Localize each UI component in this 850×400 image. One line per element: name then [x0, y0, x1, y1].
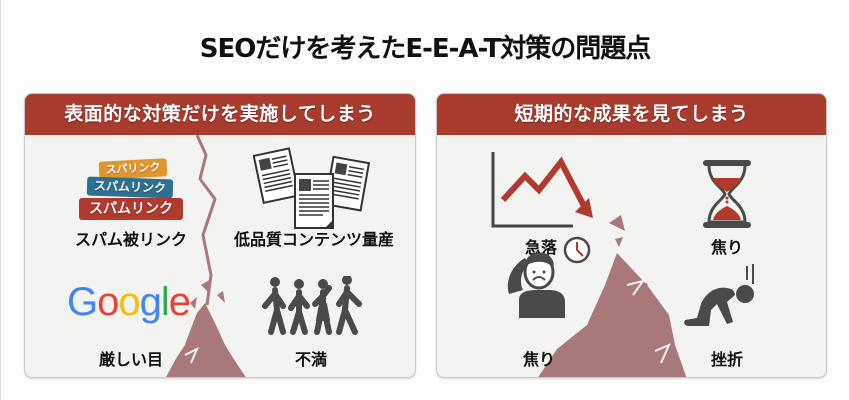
spam-tag-red: スパムリンク: [79, 198, 183, 220]
spam-tag-blue: スパムリンク: [86, 176, 174, 199]
google-letter: o: [97, 280, 119, 324]
kneeling-person-icon: [684, 264, 754, 326]
label-sharp-decline: 急落: [524, 238, 557, 257]
google-letter: g: [139, 280, 162, 324]
label-impatience-bottom: 焦り: [522, 350, 555, 369]
page-title: SEOだけを考えたE-E-A-T対策の問題点: [199, 34, 652, 64]
hourglass-icon: [703, 160, 751, 228]
documents-icon: [253, 147, 371, 229]
google-letter: G: [67, 280, 98, 324]
falling-chart-icon: [491, 152, 593, 228]
right-panel-header: 短期的な成果を見てしまう: [437, 94, 826, 135]
right-panel: 短期的な成果を見てしまう 急落 焦り 焦り: [436, 93, 827, 378]
label-dissatisfaction: 不満: [294, 350, 327, 369]
label-impatience-top: 焦り: [710, 238, 743, 257]
label-setback: 挫折: [710, 350, 743, 369]
google-logo: Google: [67, 280, 191, 325]
left-panel-header: 表面的な対策だけを実施してしまう: [25, 94, 415, 135]
worried-person-clock-icon: [507, 236, 591, 318]
left-panel: 表面的な対策だけを実施してしまう スパリンク スパムリンク スパムリンク スパム…: [24, 93, 416, 378]
crack-rock-icon: [166, 135, 246, 377]
label-low-quality-content: 低品質コンテンツ量産: [233, 230, 394, 249]
cracked-rock-icon: [538, 215, 687, 377]
google-letter: l: [160, 280, 170, 324]
google-letter: e: [168, 280, 191, 324]
walking-people-icon: [262, 276, 362, 335]
google-letter: o: [118, 280, 140, 324]
label-strict-eyes: 厳しい目: [98, 350, 163, 369]
label-spam-backlinks: スパム被リンク: [74, 230, 187, 249]
